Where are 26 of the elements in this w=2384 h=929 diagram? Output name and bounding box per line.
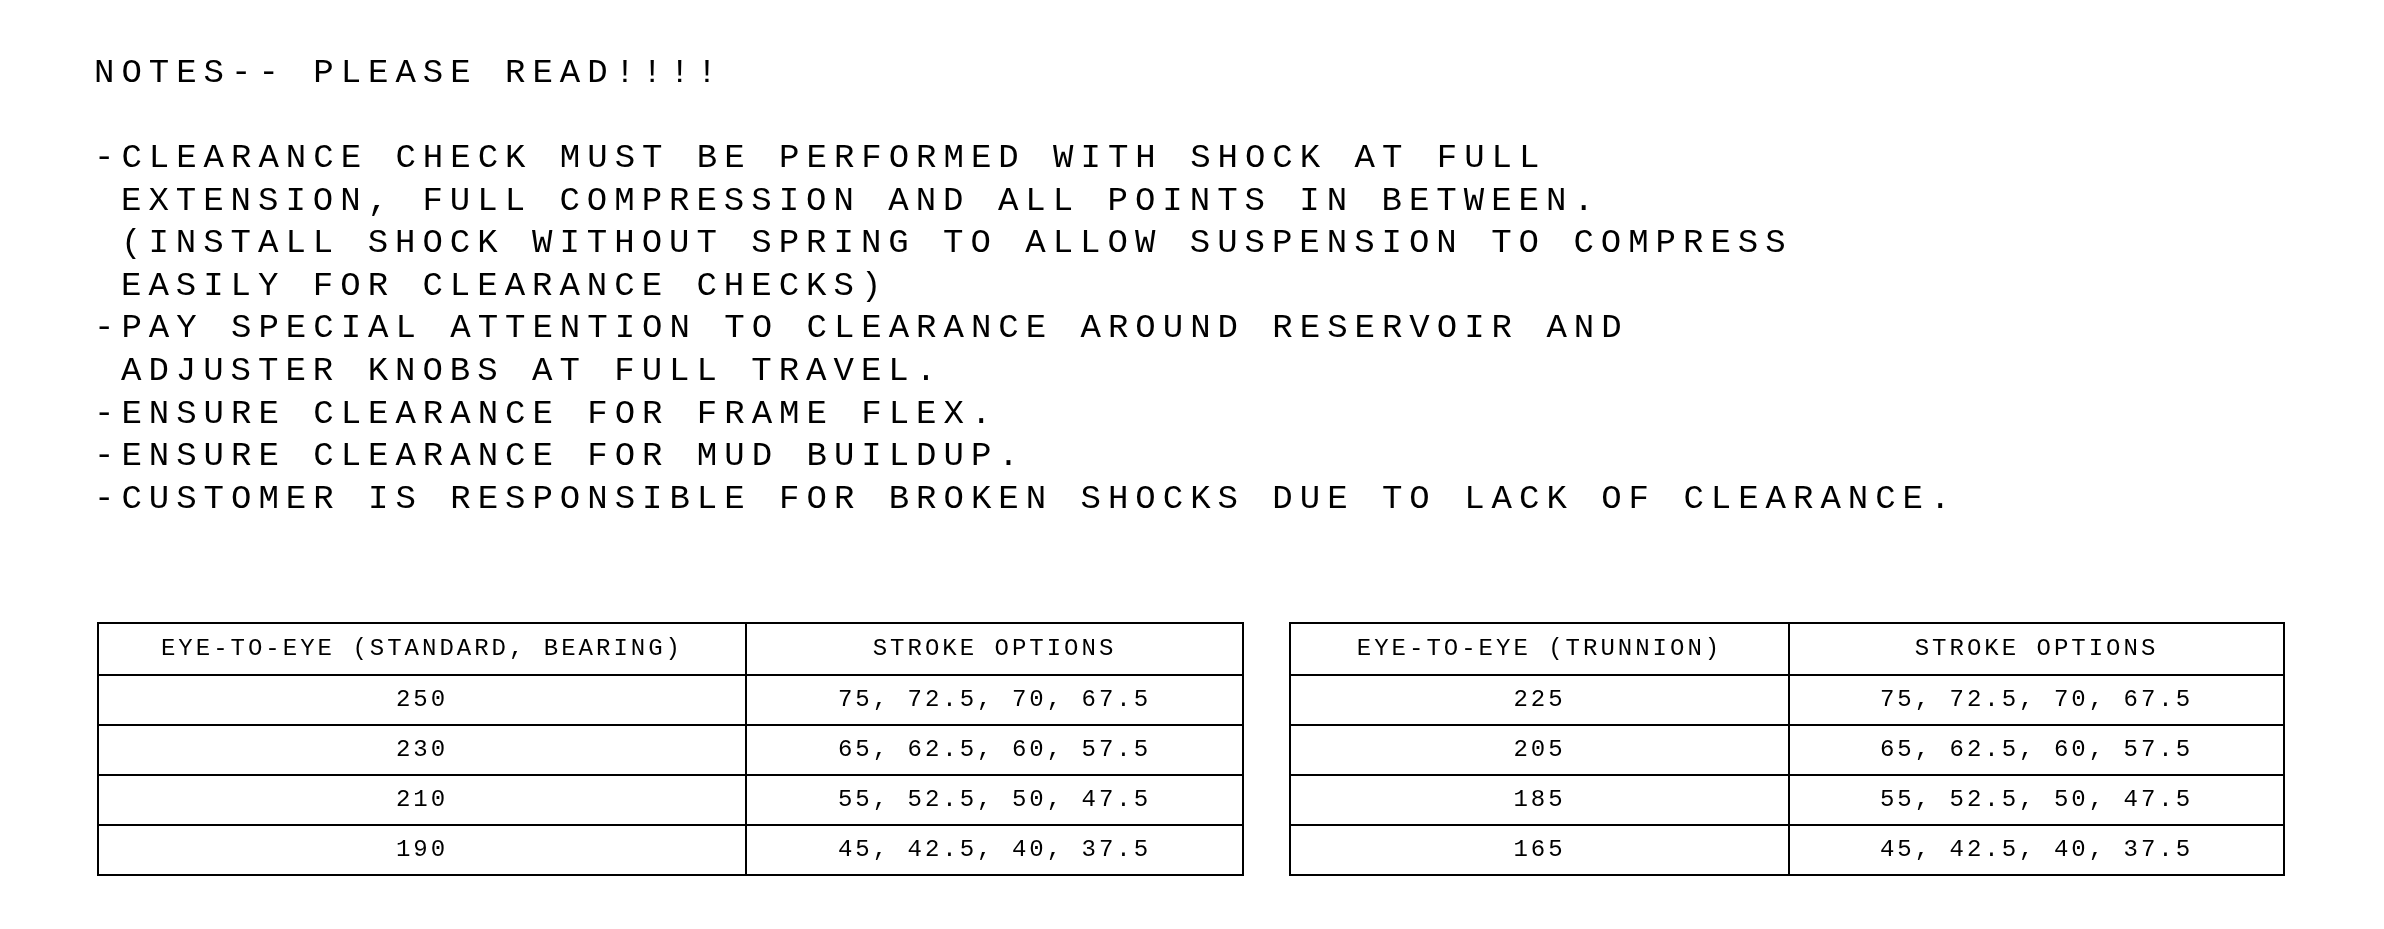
column-header: STROKE OPTIONS [1913, 634, 2160, 664]
note-text: -PAY SPECIAL ATTENTION TO CLEARANCE AROUND RESERVOIR AND ADJUSTER KNOBS AT FULL TRAVEL. [94, 308, 1630, 392]
column-header: STROKE OPTIONS [871, 634, 1118, 664]
table-cell: 65, 62.5, 60, 57.5 [747, 724, 1242, 774]
table-cell: 230 [99, 724, 747, 774]
note-text: -ENSURE CLEARANCE FOR FRAME FLEX. [94, 393, 1000, 435]
table-cell: 55, 52.5, 50, 47.5 [747, 774, 1242, 824]
table-cell: 190 [99, 824, 747, 874]
table-cell: 210 [99, 774, 747, 824]
table-cell: 75, 72.5, 70, 67.5 [1790, 674, 2283, 724]
note-text: -CUSTOMER IS RESPONSIBLE FOR BROKEN SHOCKS DUE TO LACK OF CLEARANCE. [94, 478, 1959, 520]
table-cell: 45, 42.5, 40, 37.5 [747, 824, 1242, 874]
notes-heading: NOTES-- PLEASE READ!!!! [94, 53, 725, 94]
table-cell: 55, 52.5, 50, 47.5 [1790, 774, 2283, 824]
note-text: -ENSURE CLEARANCE FOR MUD BUILDUP. [94, 436, 1027, 478]
table-cell: 65, 62.5, 60, 57.5 [1790, 724, 2283, 774]
table-cell: 250 [99, 674, 747, 724]
table-cell: 205 [1291, 724, 1790, 774]
table-cell: 185 [1291, 774, 1790, 824]
table-cell: 75, 72.5, 70, 67.5 [747, 674, 1242, 724]
note-text: -CLEARANCE CHECK MUST BE PERFORMED WITH SHOCK AT FULL EXTENSION, FULL COMPRESSION AND ALL POINTS IN BETWEEN. (INSTALL SHOCK WITHOUT SPRING TO ALLOW SUSPENSION TO COMPRESS EASILY FOR CLEARANCE CHECKS) [94, 138, 1794, 307]
table-cell: 225 [1291, 674, 1790, 724]
column-header: EYE-TO-EYE (TRUNNION) [1291, 624, 1790, 674]
column-header: EYE-TO-EYE (STANDARD, BEARING) [99, 624, 747, 674]
table-cell: 165 [1291, 824, 1790, 874]
table-cell: 45, 42.5, 40, 37.5 [1790, 824, 2283, 874]
